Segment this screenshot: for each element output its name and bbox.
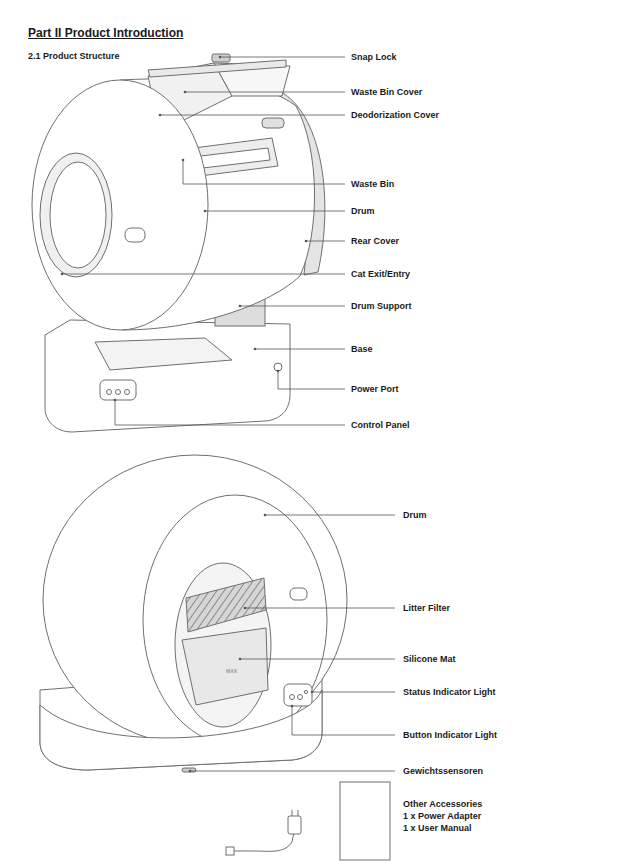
part-label: Status Indicator Light — [403, 687, 496, 698]
part-label: Waste Bin Cover — [351, 87, 422, 98]
part-label: Control Panel — [351, 420, 410, 431]
part-label: Cat Exit/Entry — [351, 269, 410, 280]
part-label: Drum — [403, 510, 427, 521]
part-label: Silicone Mat — [403, 654, 456, 665]
part-label: Drum — [351, 206, 375, 217]
accessory-label: Other Accessories — [403, 799, 482, 810]
part-label: Base — [351, 344, 373, 355]
section-heading: 2.1 Product Structure — [28, 51, 120, 62]
page-title: Part II Product Introduction — [28, 26, 183, 40]
part-label: Waste Bin — [351, 179, 394, 190]
part-label: Litter Filter — [403, 603, 450, 614]
mat-marking: MAX — [226, 668, 237, 674]
accessory-label: 1 x User Manual — [403, 823, 472, 834]
part-label: Drum Support — [351, 301, 412, 312]
part-label: Rear Cover — [351, 236, 399, 247]
part-label: Deodorization Cover — [351, 110, 439, 121]
accessory-label: 1 x Power Adapter — [403, 811, 481, 822]
part-label: Gewichtssensoren — [403, 766, 483, 777]
part-label: Power Port — [351, 384, 399, 395]
part-label: Button Indicator Light — [403, 730, 497, 741]
part-label: Snap Lock — [351, 52, 397, 63]
